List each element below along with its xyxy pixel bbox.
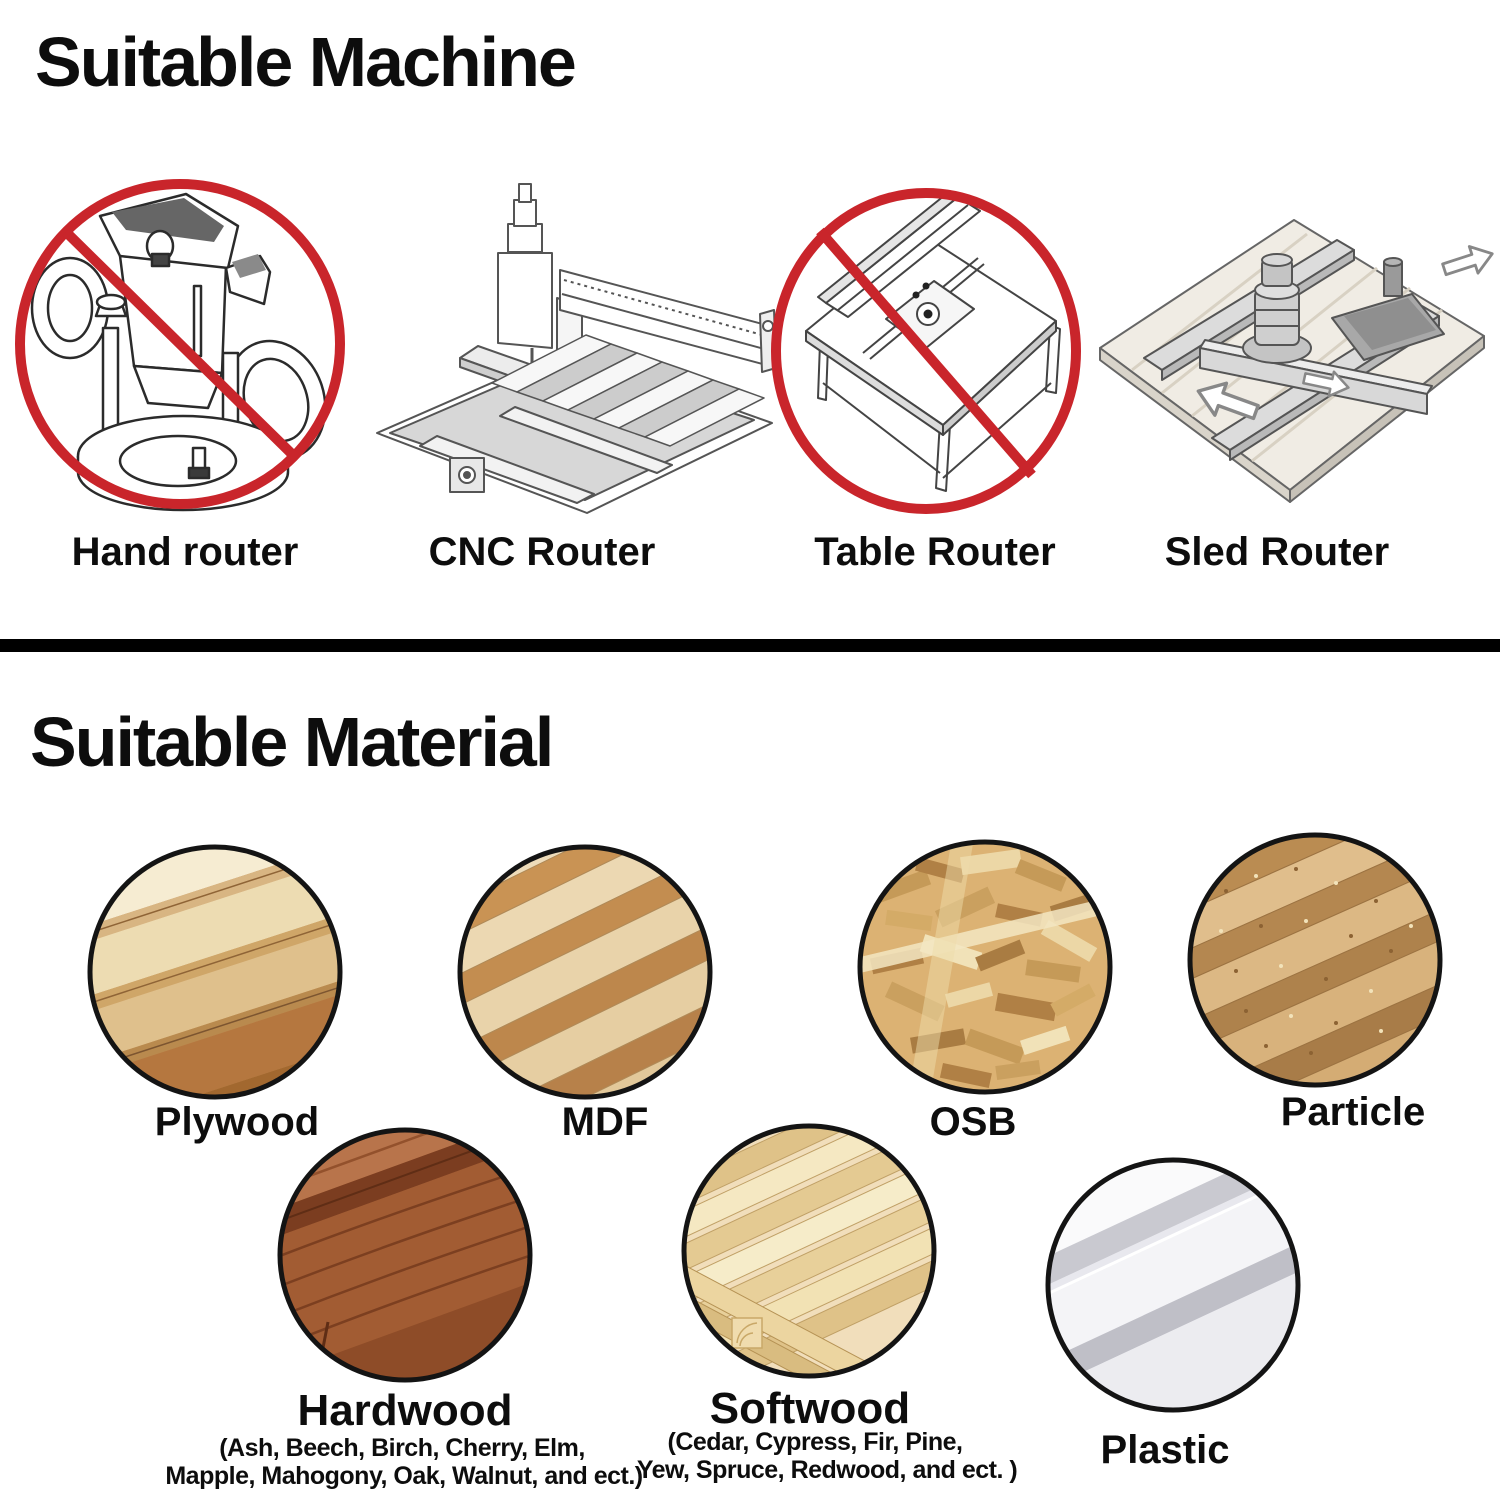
particle-board-photo [1187, 832, 1443, 1088]
hardwood-photo [277, 1127, 533, 1383]
material-label-softwood: Softwood [709, 1384, 911, 1433]
material-label-plastic: Plastic [1100, 1428, 1230, 1472]
plastic-photo [1045, 1157, 1301, 1413]
machine-section-title: Suitable Machine [35, 23, 577, 101]
table-router-illustration [771, 188, 1081, 514]
material-label-mdf: MDF [561, 1100, 649, 1144]
no-symbol-icon [771, 188, 1081, 514]
machine-label-cnc-router: CNC Router [428, 530, 656, 574]
machine-label-sled-router: Sled Router [1164, 530, 1390, 574]
osb-photo [857, 839, 1113, 1095]
material-label-plywood: Plywood [154, 1100, 320, 1144]
material-section-title: Suitable Material [30, 703, 554, 781]
material-sublabel-softwood-1: (Cedar, Cypress, Fir, Pine, [667, 1428, 963, 1456]
material-sublabel-hardwood-1: (Ash, Beech, Birch, Cherry, Elm, [219, 1434, 585, 1462]
machine-label-table-router: Table Router [814, 530, 1056, 574]
mdf-photo [457, 844, 713, 1100]
material-sublabel-softwood-2: Yew, Spruce, Redwood, and ect. ) [636, 1456, 1018, 1484]
material-label-particle: Particle [1280, 1090, 1426, 1134]
section-divider [0, 639, 1500, 652]
material-label-hardwood: Hardwood [297, 1386, 513, 1435]
machine-label-hand-router: Hand router [71, 530, 299, 574]
sled-router-illustration [1099, 219, 1494, 503]
plywood-photo [87, 844, 343, 1100]
hand-router-illustration [15, 179, 345, 512]
particle-speckle-light [1219, 874, 1413, 1033]
material-sublabel-hardwood-2: Mapple, Mahogony, Oak, Walnut, and ect.) [165, 1462, 643, 1490]
no-symbol-icon [15, 179, 345, 509]
material-label-osb: OSB [929, 1100, 1017, 1144]
direction-arrows-icon [1196, 245, 1494, 421]
particle-speckle [1224, 867, 1393, 1055]
cnc-router-illustration [376, 183, 777, 514]
softwood-photo [681, 1123, 937, 1379]
